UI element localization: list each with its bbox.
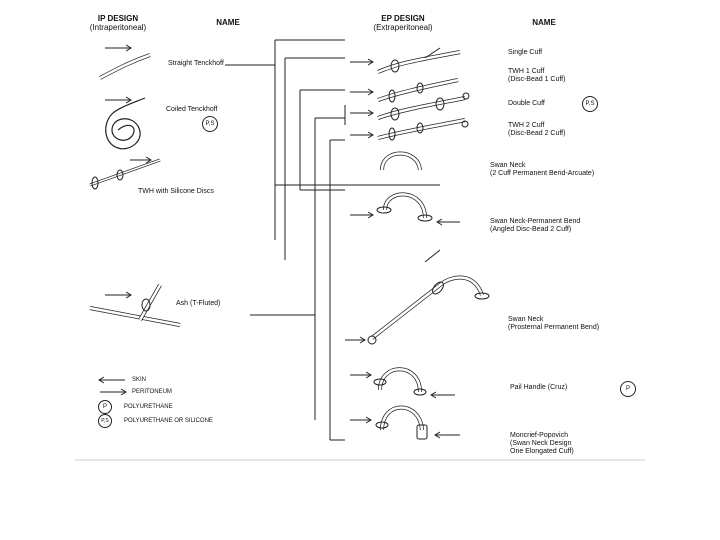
ep-label-line: TWH 1 Cuff [508,68,545,75]
legend-p-icon: P [98,400,112,414]
ep-twh1-sketch [350,80,458,102]
ep-label-single-cuff: Single Cuff [508,49,542,57]
ep-design-header: EP DESIGN (Extraperitoneal) [368,14,438,32]
legend-skin-label: SKIN [132,377,147,383]
ep-label-twh1-cuff: TWH 1 Cuff (Disc-Bead 1 Cuff) [508,68,565,84]
connector-lines [225,40,440,440]
ep-label-line: Moncrief-Popovich [510,432,568,439]
ip-design-subtitle: (Intraperitoneal) [89,23,147,32]
ep-label-moncrief-popovich: Moncrief-Popovich (Swan Neck Design One … [510,432,574,456]
ash-t-fluted-sketch [90,285,180,325]
name-left-header: NAME [216,18,240,27]
ep-label-line: Single Cuff [508,49,543,56]
ep-label-line: (Disc-Bead 2 Cuff) [508,130,566,137]
ip-label-coiled-tenckhoff: Coiled Tenckhoff [166,106,218,113]
ep-design-subtitle: (Extraperitoneal) [373,23,433,32]
ep-label-twh2-cuff: TWH 2 Cuff (Disc-Bead 2 Cuff) [508,122,565,138]
ep-moncrief-popovich-sketch [350,408,460,440]
ep-double-cuff-sketch [350,93,469,120]
legend-peritoneum-label: PERITONEUM [132,389,172,395]
ep-label-swan-neck-presternal: Swan Neck (Prosternal Permanent Bend) [508,316,599,332]
ep-twh2-sketch [350,120,468,140]
ep-label-pail-handle: Pail Handle (Cruz) [510,384,567,392]
twh-disc-sketch [90,157,160,189]
ep-double-cuff-material-badge: P,S [582,96,598,112]
ep-design-title: EP DESIGN [381,14,425,23]
ip-label-ash-t-fluted: Ash (T-Fluted) [176,300,221,307]
legend-peritoneum-arrow-icon [100,389,126,395]
ep-single-cuff-sketch [350,48,460,72]
ep-label-line: (Prosternal Permanent Bend) [508,324,600,331]
ip-label-twh-silicone-discs: TWH with Silicone Discs [138,188,214,195]
straight-tenckhoff-sketch [100,45,150,78]
ep-label-line: Swan Neck [490,162,526,169]
ip-label-straight-tenckhoff: Straight Tenckhoff [168,60,224,67]
legend-polyurethane-label: POLYURETHANE [124,404,173,410]
ep-label-line: Swan Neck-Permanent Bend [490,218,581,225]
ep-swan-neck-presternal-sketch [345,250,489,344]
ep-label-line: (2 Cuff Permanent Bend-Arcuate) [490,170,595,177]
ep-swan-neck-arcuate-sketch [382,154,420,171]
ep-label-double-cuff: Double Cuff [508,100,545,108]
ip-coiled-material-badge: P,S [202,116,218,132]
ep-swan-neck-bend-sketch [350,194,460,225]
ep-label-line: TWH 2 Cuff [508,122,545,129]
legend-skin-arrow-icon [99,377,125,383]
ep-label-line: (Swan Neck Design [510,440,572,447]
ep-pail-handle-sketch [350,369,455,398]
name-right-header: NAME [532,18,556,27]
legend-polyurethane-or-silicone-label: POLYURETHANE OR SILICONE [124,418,213,424]
ep-label-line: Pail Handle (Cruz) [510,384,568,391]
ep-label-line: (Angled Disc-Bead 2 Cuff) [490,226,572,233]
ep-pail-handle-material-badge: P [620,381,636,397]
coiled-tenckhoff-sketch [105,97,145,149]
ep-label-swan-neck-bend: Swan Neck-Permanent Bend (Angled Disc-Be… [490,218,580,234]
legend-ps-icon: P,S [98,414,112,428]
ep-label-swan-neck-arcuate: Swan Neck (2 Cuff Permanent Bend-Arcuate… [490,162,594,178]
ep-label-line: Swan Neck [508,316,544,323]
ip-design-header: IP DESIGN (Intraperitoneal) [88,14,148,32]
ep-label-line: (Disc-Bead 1 Cuff) [508,76,566,83]
ep-label-line: One Elongated Cuff) [510,448,574,455]
ep-label-line: Double Cuff [508,100,545,107]
ip-design-title: IP DESIGN [97,14,139,23]
